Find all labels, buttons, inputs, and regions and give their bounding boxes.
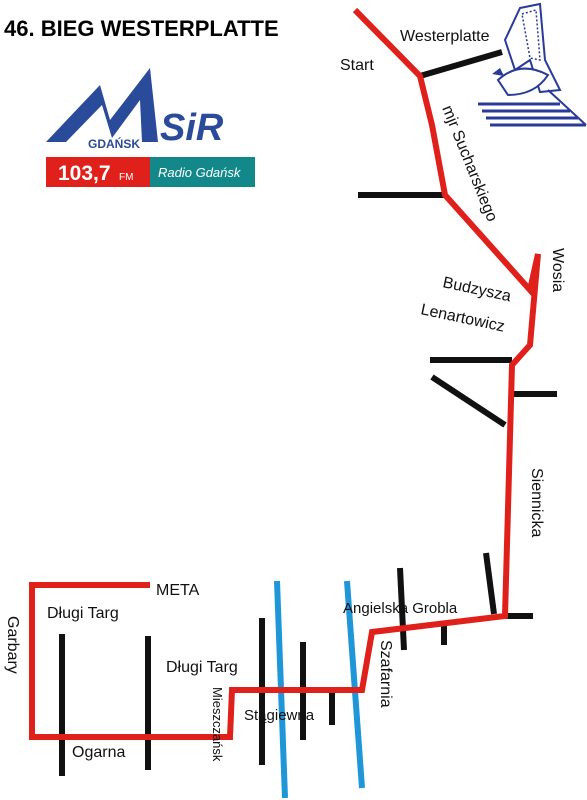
- radio-frequency: 103,7: [58, 162, 111, 185]
- label-meta: META: [156, 582, 200, 599]
- label-budzysza: Budzysza: [441, 274, 512, 305]
- radio-band: FM: [119, 172, 133, 183]
- westerplatte-monument-icon: [478, 2, 587, 127]
- street-lenartowicz-lower: [430, 374, 507, 428]
- map-title: 46. BIEG WESTERPLATTE: [4, 16, 279, 41]
- radio-teal-block: [150, 157, 255, 187]
- label-mieszczansk: Mieszczańsk: [210, 687, 225, 762]
- radio-name: Radio Gdańsk: [158, 165, 242, 180]
- mosir-logo: SiR GDAŃSK 103,7 FM Radio Gdańsk: [46, 68, 255, 187]
- label-ogarna: Ogarna: [72, 744, 125, 761]
- mosir-m-shape: [46, 68, 158, 142]
- race-route: [29, 7, 541, 740]
- label-westerplatte: Westerplatte: [400, 28, 490, 45]
- label-lenartowicz: Lenartowicz: [419, 301, 506, 335]
- street-siennicka-bottom-1: [483, 552, 497, 615]
- river-2: [344, 580, 365, 789]
- label-stagiewna: Stągiewna: [244, 707, 315, 724]
- street-westerplatte: [419, 49, 503, 79]
- label-wosia: Wosia: [549, 248, 566, 292]
- label-garbary: Garbary: [4, 616, 21, 674]
- label-dlugi-targ-2: Długi Targ: [166, 659, 238, 676]
- mosir-city: GDAŃSK: [88, 136, 140, 151]
- label-start: Start: [340, 57, 374, 74]
- streets: [59, 49, 557, 776]
- radio-red-block: [46, 157, 150, 187]
- street-angielska-1: [397, 567, 407, 651]
- label-angielska-grobla: Angielska Grobla: [343, 600, 458, 617]
- label-szafarnia: Szafarnia: [377, 640, 394, 708]
- label-siennicka: Siennicka: [528, 468, 545, 537]
- mosir-brand-text: SiR: [160, 107, 224, 149]
- label-sucharskiego: mjr Sucharskiego: [438, 103, 500, 224]
- label-dlugi-targ-1: Długi Targ: [47, 605, 119, 622]
